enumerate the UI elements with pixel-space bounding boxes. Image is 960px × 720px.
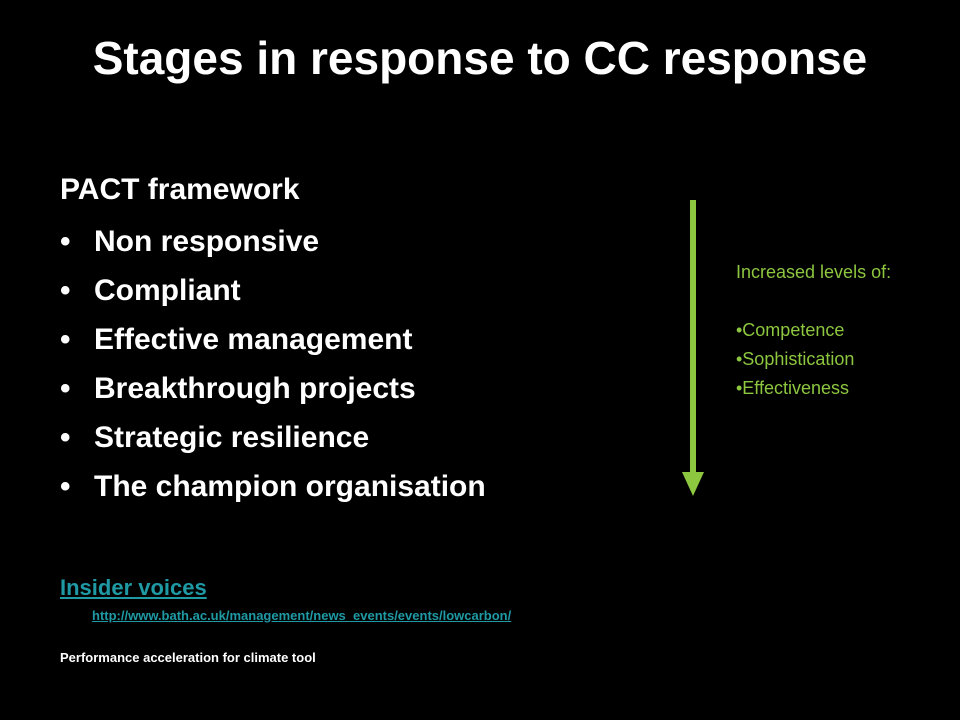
list-item-label: Compliant xyxy=(94,274,241,307)
bullet-icon: • xyxy=(60,274,71,307)
note-heading: Increased levels of: xyxy=(736,262,892,282)
bullet-icon: • xyxy=(60,225,71,258)
bullet-icon: • xyxy=(60,421,71,454)
lowcarbon-url-link[interactable]: http://www.bath.ac.uk/management/news_ev… xyxy=(92,608,512,623)
note-item: •Competence xyxy=(736,320,845,340)
list-item-label: Non responsive xyxy=(94,225,320,258)
list-item: • Breakthrough projects xyxy=(60,367,486,416)
list-item-label: Breakthrough projects xyxy=(94,372,416,405)
note-item: •Sophistication xyxy=(736,349,855,369)
framework-subtitle: PACT framework xyxy=(60,173,300,206)
down-arrow-icon xyxy=(682,200,704,496)
arrow-shaft xyxy=(690,200,696,474)
increased-levels-note: Increased levels of: •Competence •Sophis… xyxy=(736,258,891,403)
bullet-icon: • xyxy=(60,372,71,405)
bullet-icon: • xyxy=(60,323,71,356)
list-item: • The champion organisation xyxy=(60,465,486,514)
list-item-label: Effective management xyxy=(94,323,413,356)
list-item: • Effective management xyxy=(60,318,486,367)
list-item: • Strategic resilience xyxy=(60,416,486,465)
note-item: •Effectiveness xyxy=(736,378,850,398)
list-item-label: The champion organisation xyxy=(94,470,486,503)
list-item-label: Strategic resilience xyxy=(94,421,370,454)
footer-caption: Performance acceleration for climate too… xyxy=(60,650,316,665)
list-item: • Compliant xyxy=(60,269,486,318)
bullet-icon: • xyxy=(60,470,71,503)
stage-list: • Non responsive • Compliant • Effective ma… xyxy=(60,220,486,514)
arrow-head xyxy=(682,472,704,496)
list-item: • Non responsive xyxy=(60,220,486,269)
insider-voices-link[interactable]: Insider voices xyxy=(60,575,207,600)
slide-title: Stages in response to CC response xyxy=(92,32,868,84)
